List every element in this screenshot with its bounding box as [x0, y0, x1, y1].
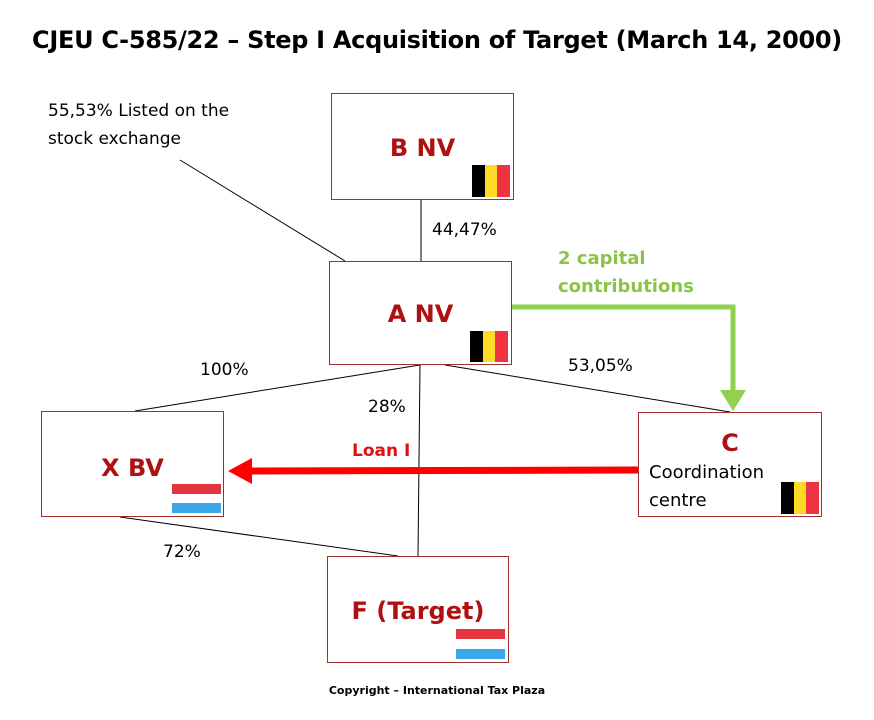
entity-name: X BV	[101, 454, 164, 482]
line-x-to-f	[119, 516, 399, 557]
belgium-flag-icon	[470, 331, 509, 362]
netherlands-flag-icon	[172, 484, 221, 514]
ownership-x-f: 72%	[163, 542, 201, 562]
line-a-to-f	[417, 364, 421, 557]
entity-b-nv: B NV	[331, 93, 514, 200]
belgium-flag-icon	[781, 482, 820, 514]
capital-contributions-label: 2 capital contributions	[558, 248, 694, 297]
listed-label: 55,53% Listed on the stock exchange	[48, 101, 230, 149]
entity-name: B NV	[389, 134, 456, 162]
entity-name: F (Target)	[351, 597, 485, 625]
loan-label: Loan I	[352, 441, 411, 461]
entity-f-target: F (Target)	[327, 556, 509, 663]
capital-arrowhead	[720, 390, 746, 411]
ownership-a-x: 100%	[200, 360, 249, 380]
entity-subtitle: Coordination centre	[649, 462, 765, 511]
line-a-to-c	[444, 364, 731, 413]
entity-c: C Coordination centre	[638, 412, 822, 517]
diagram-title: CJEU C-585/22 – Step I Acquisition of Ta…	[32, 26, 842, 54]
loan-arrowhead	[228, 458, 252, 484]
belgium-flag-icon	[472, 165, 511, 197]
entity-name: C	[721, 429, 739, 457]
line-a-to-x	[134, 364, 421, 412]
netherlands-flag-icon	[456, 629, 505, 659]
ownership-a-f: 28%	[368, 397, 406, 417]
loan-arrow	[249, 466, 639, 475]
entity-x-bv: X BV	[41, 411, 224, 517]
ownership-a-c: 53,05%	[568, 356, 633, 376]
entity-name: A NV	[387, 300, 454, 328]
ownership-b-a: 44,47%	[432, 220, 497, 240]
line-listed-to-a	[179, 159, 346, 262]
copyright: Copyright – International Tax Plaza	[328, 684, 546, 697]
entity-a-nv: A NV	[329, 261, 512, 365]
capital-contribution-arrow	[512, 304, 736, 392]
